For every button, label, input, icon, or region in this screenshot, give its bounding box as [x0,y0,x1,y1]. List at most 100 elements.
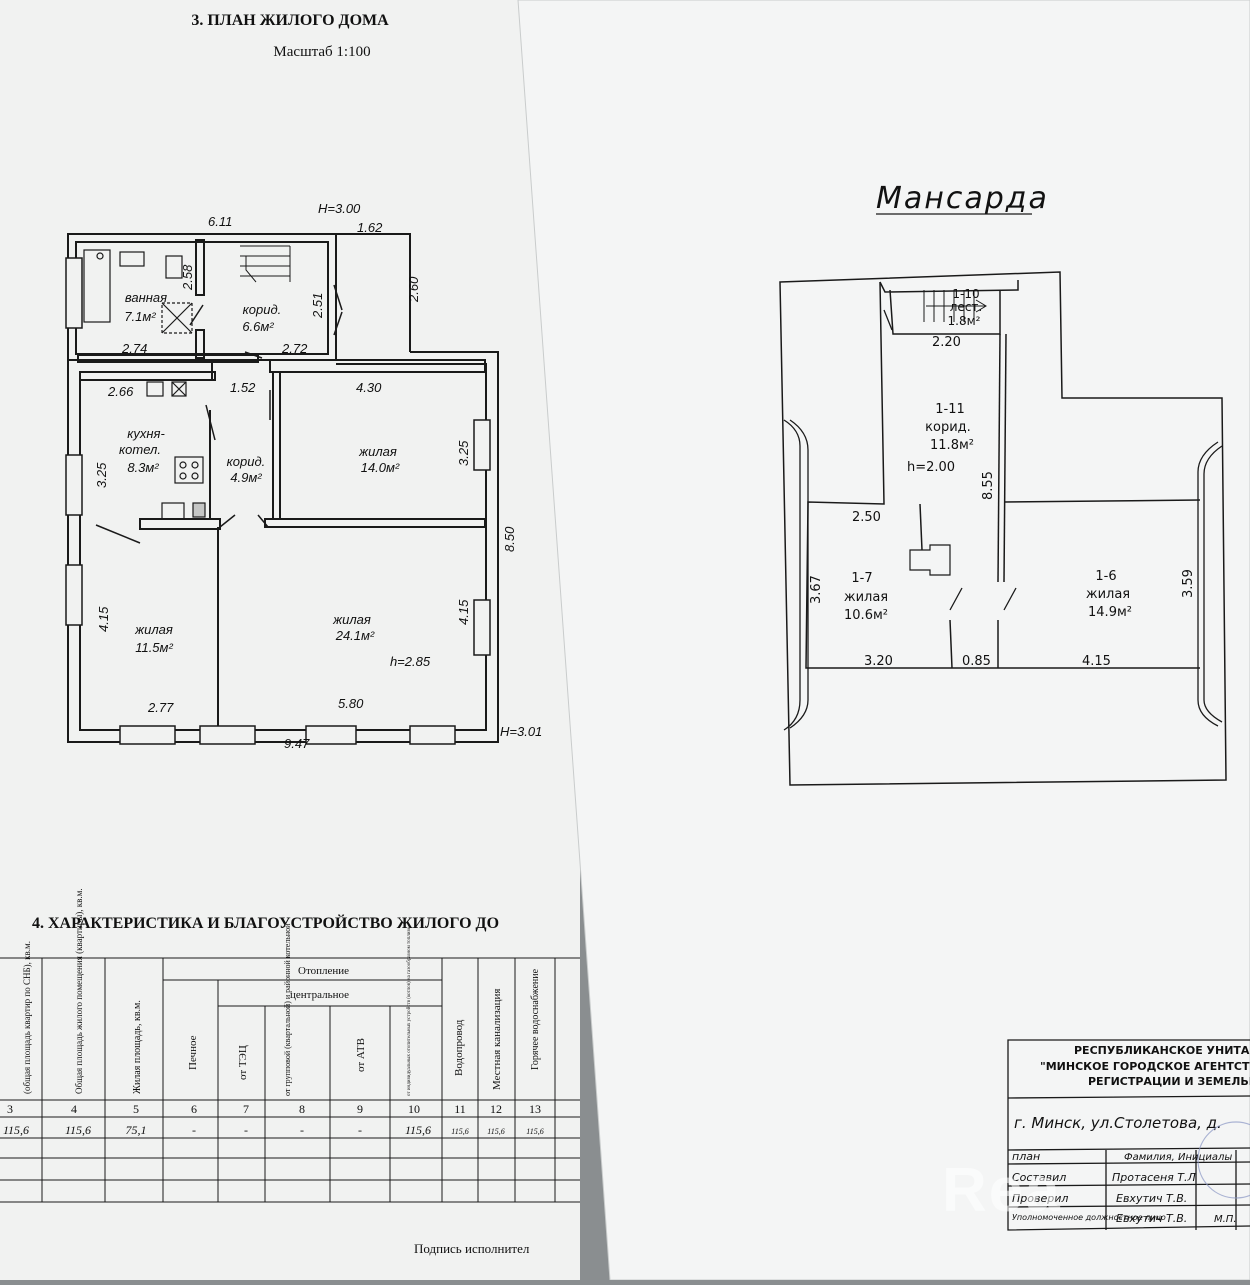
living24-name: жилая [332,612,371,627]
col5-header: Жилая площадь, кв.м. [132,1000,143,1094]
table-headers: (общая площадь квартир по СНБ), кв.м. Об… [22,888,541,1096]
kitchen-name2: котел. [119,442,161,457]
org-line1: РЕСПУБЛИКАНСКОЕ УНИТАРНО [1074,1044,1250,1057]
kitchen-fixtures [146,381,206,520]
svg-text:115,6: 115,6 [451,1127,468,1136]
doors [95,284,343,544]
svg-text:12: 12 [490,1102,502,1116]
dim-250: 2.50 [852,510,881,525]
left-sheet: 3. ПЛАН ЖИЛОГО ДОМА Масштаб 1:100 [0,0,580,1280]
svg-text:3: 3 [7,1102,13,1116]
r6-id: 1-6 [1095,569,1116,584]
living24-area: 24.1м² [335,628,375,643]
dim-right-ext: 2.60 [406,276,421,303]
col12-header: Местная канализация [491,989,503,1090]
dim-220: 2.20 [932,335,961,350]
living24-height: h=2.85 [390,654,431,669]
dim-top-total: 6.11 [208,214,232,229]
svg-text:13: 13 [529,1102,541,1116]
attic-title: Мансарда [876,181,1049,216]
svg-text:5: 5 [133,1102,139,1116]
characteristics-table [0,957,580,1203]
dim-corr2-w: 1.52 [230,380,256,395]
dim-367: 3.67 [809,575,824,604]
living11-name: жилая [134,622,173,637]
dim-855: 8.55 [981,471,996,500]
col8-header: от групповой (квартальной) и районной ко… [283,923,292,1096]
r6-area: 14.9м² [1088,605,1132,620]
title-block-text: РЕСПУБЛИКАНСКОЕ УНИТАРНО "МИНСКОЕ ГОРОДС… [1012,1044,1250,1225]
dim-320: 3.20 [864,654,893,669]
dim-living14-w: 4.30 [356,380,382,395]
dim-living24-w: 5.80 [338,696,364,711]
kitchen-area: 8.3м² [127,460,159,475]
scale-label: Масштаб 1:100 [273,44,370,60]
dim-bath-h: 2.58 [180,264,195,291]
signature-label: Подпись исполнител [414,1241,530,1256]
corr1-area: 6.6м² [242,319,274,334]
col4-header: Общая площадь жилого помещения (квартиры… [74,888,84,1094]
svg-text:4: 4 [71,1102,77,1116]
col10-header: от индивидуальных отопительных устройств… [407,926,412,1096]
stair-symbol [240,245,291,283]
dim-living24-h: 4.15 [456,599,471,625]
dim-085: 0.85 [962,654,991,669]
authorized-name: Евхутич Т.В. [1116,1212,1187,1225]
bath-name: ванная [125,290,167,305]
col6-header: Печное [187,1035,199,1070]
svg-text:-: - [358,1123,362,1137]
svg-text:9: 9 [357,1102,363,1116]
windows [65,257,491,745]
kitchen-name1: кухня- [127,426,165,441]
svg-text:11: 11 [454,1102,466,1116]
heating-header: Отопление [298,965,349,977]
compiled-name: Протасеня Т.Л [1112,1171,1196,1184]
stair-name: лест. [950,300,982,314]
section3-title: 3. ПЛАН ЖИЛОГО ДОМА [191,12,389,29]
col9-header: от АТВ [355,1038,367,1072]
corr-area: 11.8м² [930,438,974,453]
bath-area: 7.1м² [124,309,156,324]
title-block [1007,1039,1250,1231]
attic-stair [923,290,987,322]
height-top-label: H=3.00 [318,201,361,216]
svg-text:75,1: 75,1 [126,1123,147,1137]
svg-text:6: 6 [191,1102,197,1116]
col3-header: (общая площадь квартир по СНБ), кв.м. [22,941,32,1094]
ground-floor-plan: 3. ПЛАН ЖИЛОГО ДОМА Масштаб 1:100 [0,12,580,1256]
corr2-area: 4.9м² [230,470,262,485]
checked-name: Евхутич Т.В. [1116,1192,1187,1205]
room-labels: ванная 7.1м² корид. 6.6м² кухня- котел. … [119,290,431,669]
svg-text:115,6: 115,6 [487,1127,504,1136]
chimney [909,544,951,576]
dim-415: 4.15 [1082,654,1111,669]
dim-bath-w: 2.74 [121,341,147,356]
living11-area: 11.5м² [135,640,173,655]
corr1-name: корид. [243,302,282,317]
svg-text:115,6: 115,6 [405,1123,431,1137]
attic-dimension-labels: 2.20 8.55 2.50 3.67 3.59 3.20 0.85 4.15 [809,335,1196,669]
org-line3: РЕГИСТРАЦИИ И ЗЕМЕЛЬНОМ [1088,1075,1250,1088]
svg-text:10: 10 [408,1102,420,1116]
col11-header: Водопровод [453,1019,465,1076]
dim-corr-h: 2.51 [310,293,325,319]
svg-text:-: - [192,1123,196,1137]
mp-label: М.П. [1214,1214,1237,1225]
central-header: центральное [290,989,349,1001]
dim-bottom-total: 9.47 [284,736,310,751]
fio-header: Фамилия, Инициалы [1124,1152,1232,1163]
dimension-labels: 6.11 1.62 2.60 2.58 2.51 2.74 2.72 2.66 … [94,214,517,751]
r6-name: жилая [1086,587,1130,602]
height-right-label: H=3.01 [500,724,542,739]
svg-text:115,6: 115,6 [3,1123,29,1137]
compiled-label: Составил [1012,1171,1066,1184]
svg-text:-: - [244,1123,248,1137]
stair-id: 1-10 [952,287,979,301]
authorized-label: Уполномоченное должностное лицо [1012,1213,1166,1222]
stair-area: 1.8м² [948,314,981,328]
official-seal [1197,1121,1250,1199]
dim-top-ext: 1.62 [357,220,383,235]
dim-right-total: 8.50 [502,526,517,552]
svg-text:8: 8 [299,1102,305,1116]
